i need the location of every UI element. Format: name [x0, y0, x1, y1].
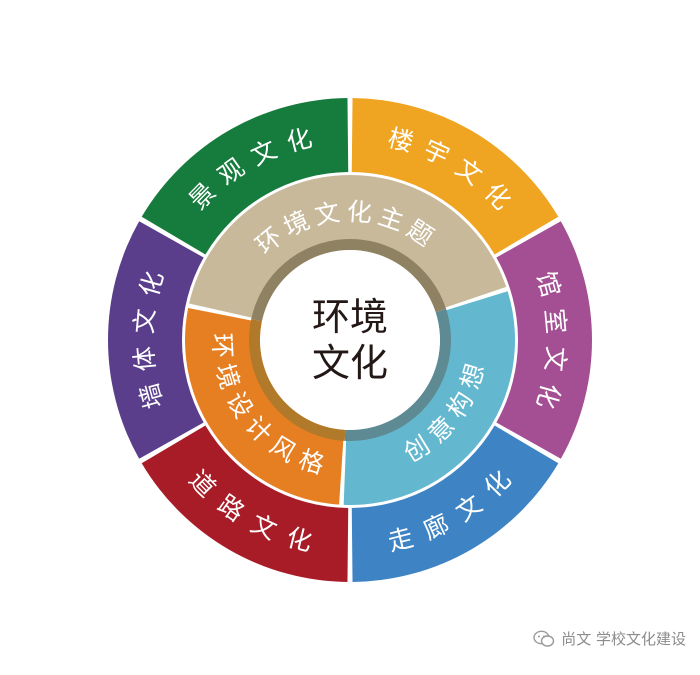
watermark-text: 尚文 学校文化建设 — [561, 630, 686, 648]
hub-ring — [249, 239, 451, 441]
inner-segment-shape — [185, 307, 345, 505]
hub-ring-segment — [344, 308, 451, 441]
hub-ring-segment — [249, 319, 346, 441]
watermark: 尚文 学校文化建设 — [533, 628, 686, 649]
outer-segment-label-char: 室 — [540, 307, 571, 335]
outer-segment-shape — [351, 425, 559, 582]
outer-segment-shape — [141, 425, 349, 582]
outer-segment: 道路文化 — [141, 425, 349, 582]
outer-segment-label-char: 体 — [129, 345, 160, 373]
center-title-line2: 文化 — [312, 341, 388, 385]
inner-segment-label-char: 化 — [346, 197, 373, 228]
outer-segment-label-char: 文 — [129, 307, 160, 335]
outer-segment: 走廊文化 — [351, 425, 559, 582]
center-title-line1: 环境 — [312, 295, 388, 339]
outer-segment-shape — [141, 98, 349, 255]
outer-ring: 景观文化楼宇文化馆室文化走廊文化道路文化墙体文化 — [107, 98, 592, 582]
inner-segment-label-char: 文 — [312, 198, 342, 231]
outer-segment-shape — [107, 221, 204, 459]
center-circle — [260, 250, 440, 430]
outer-segment-shape — [496, 221, 592, 459]
wechat-icon — [533, 630, 555, 647]
outer-segment: 景观文化 — [141, 98, 349, 255]
outer-segment-label-char: 文 — [540, 345, 571, 373]
inner-segment-label-char: 环 — [207, 332, 237, 358]
hub-ring-segment — [251, 239, 447, 322]
outer-segment: 楼宇文化 — [351, 98, 559, 255]
outer-segment-shape — [351, 98, 559, 255]
